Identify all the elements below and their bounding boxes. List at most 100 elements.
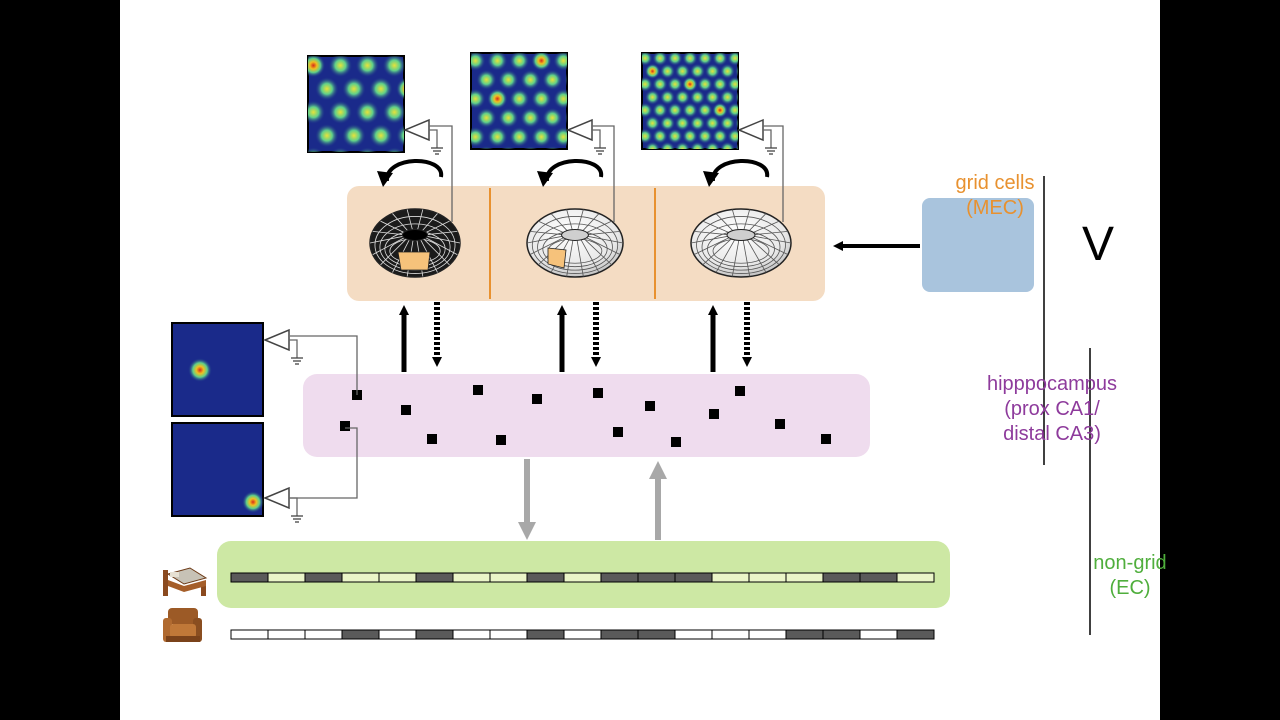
grid-field <box>396 124 404 147</box>
grid-field <box>742 77 757 92</box>
grid-field <box>674 115 691 131</box>
non-grid-line2: (EC) <box>1109 577 1151 599</box>
grid-field <box>382 56 404 78</box>
grid-field <box>553 88 567 110</box>
grid-heatmap <box>641 52 757 170</box>
pattern-cell <box>378 629 417 640</box>
pattern-cell <box>526 629 565 640</box>
grid-field <box>642 76 653 92</box>
grid-field <box>498 107 519 129</box>
grid-field <box>471 126 486 148</box>
grid-field <box>564 72 567 87</box>
grid-field <box>498 69 519 90</box>
torus-icon <box>369 208 461 278</box>
grid-field <box>644 115 661 131</box>
ground-icon <box>291 357 303 365</box>
grid-field <box>742 103 757 118</box>
grid-field <box>487 126 508 148</box>
grid-field <box>328 56 353 78</box>
amplifier-icon <box>737 118 784 222</box>
grid-field <box>659 141 676 149</box>
amplifier-icon <box>403 118 453 222</box>
active-bump <box>547 247 567 269</box>
grid-field <box>682 102 698 118</box>
pattern-cell <box>822 629 861 640</box>
hippocampal-neuron <box>709 409 719 419</box>
grid-field <box>382 100 404 125</box>
grid-field <box>652 76 668 92</box>
pattern-cell <box>452 572 491 583</box>
grid-field <box>667 102 683 118</box>
hippocampal-neuron <box>593 388 603 398</box>
amplifier-icon <box>566 118 615 222</box>
grid-field <box>674 141 691 149</box>
grid-field <box>471 88 486 110</box>
grid-field <box>410 54 434 78</box>
pattern-cell <box>563 629 602 640</box>
pattern-cell <box>896 572 935 583</box>
grid-field <box>659 63 676 79</box>
pattern-cell <box>600 629 639 640</box>
pattern-cell <box>415 629 454 640</box>
hippocampal-neuron <box>340 421 350 431</box>
grid-field <box>575 89 595 109</box>
grid-field <box>682 53 698 66</box>
pattern-cell <box>378 572 417 583</box>
pattern-cell <box>859 629 898 640</box>
grid-field <box>566 148 567 149</box>
pattern-cell <box>637 629 676 640</box>
grid-field <box>575 51 595 71</box>
grid-field <box>697 76 713 92</box>
grid-field <box>652 128 668 144</box>
grid-field <box>315 76 339 101</box>
grid-field <box>500 145 516 149</box>
grid-field <box>682 76 698 92</box>
grid-heatmap <box>307 54 434 153</box>
grid-field <box>644 89 661 105</box>
grid-field <box>644 141 661 149</box>
grid-field <box>652 155 667 170</box>
pattern-cell <box>711 572 750 583</box>
grid-field <box>719 115 736 131</box>
grid-field <box>478 145 494 149</box>
grid-field <box>659 115 676 131</box>
grid-cells-line1: grid cells <box>955 172 1035 194</box>
grid-field <box>542 107 563 129</box>
grid-field <box>652 53 668 66</box>
hippocampal-neuron <box>496 435 506 445</box>
grid-field <box>369 123 393 148</box>
pattern-cell <box>526 572 565 583</box>
hippocampal-neuron <box>473 385 483 395</box>
grid-field <box>476 107 497 129</box>
chair-pattern-bar <box>230 629 935 640</box>
grid-field <box>734 65 738 78</box>
grid-field <box>659 89 676 105</box>
grid-field <box>642 128 653 144</box>
hippocampus-line3: distal CA3) <box>1003 423 1101 445</box>
bed-icon <box>163 567 208 596</box>
pattern-cell <box>748 572 787 583</box>
pattern-cell <box>600 572 639 583</box>
hippocampal-neuron <box>613 427 623 437</box>
gray-up-arrow <box>649 461 667 540</box>
grid-field <box>330 147 351 152</box>
grid-field <box>712 76 728 92</box>
hippocampus-line1: hipppocampus <box>986 373 1118 395</box>
amplifier-icon <box>263 328 303 365</box>
grid-heatmap <box>470 51 595 150</box>
grid-field <box>357 147 378 152</box>
amplifiers <box>263 118 784 523</box>
grid-field <box>531 88 552 110</box>
grid-field <box>712 128 728 144</box>
grid-field <box>520 69 541 90</box>
velocity-box <box>922 198 1034 292</box>
recurrent-loop-icon <box>537 159 604 187</box>
grid-field <box>308 147 324 152</box>
grid-field <box>704 141 721 149</box>
grid-field <box>734 91 738 104</box>
pattern-cell <box>489 572 528 583</box>
pattern-cell <box>748 629 787 640</box>
grid-field <box>697 128 713 144</box>
grid-field <box>509 88 530 110</box>
grid-field <box>531 126 552 148</box>
